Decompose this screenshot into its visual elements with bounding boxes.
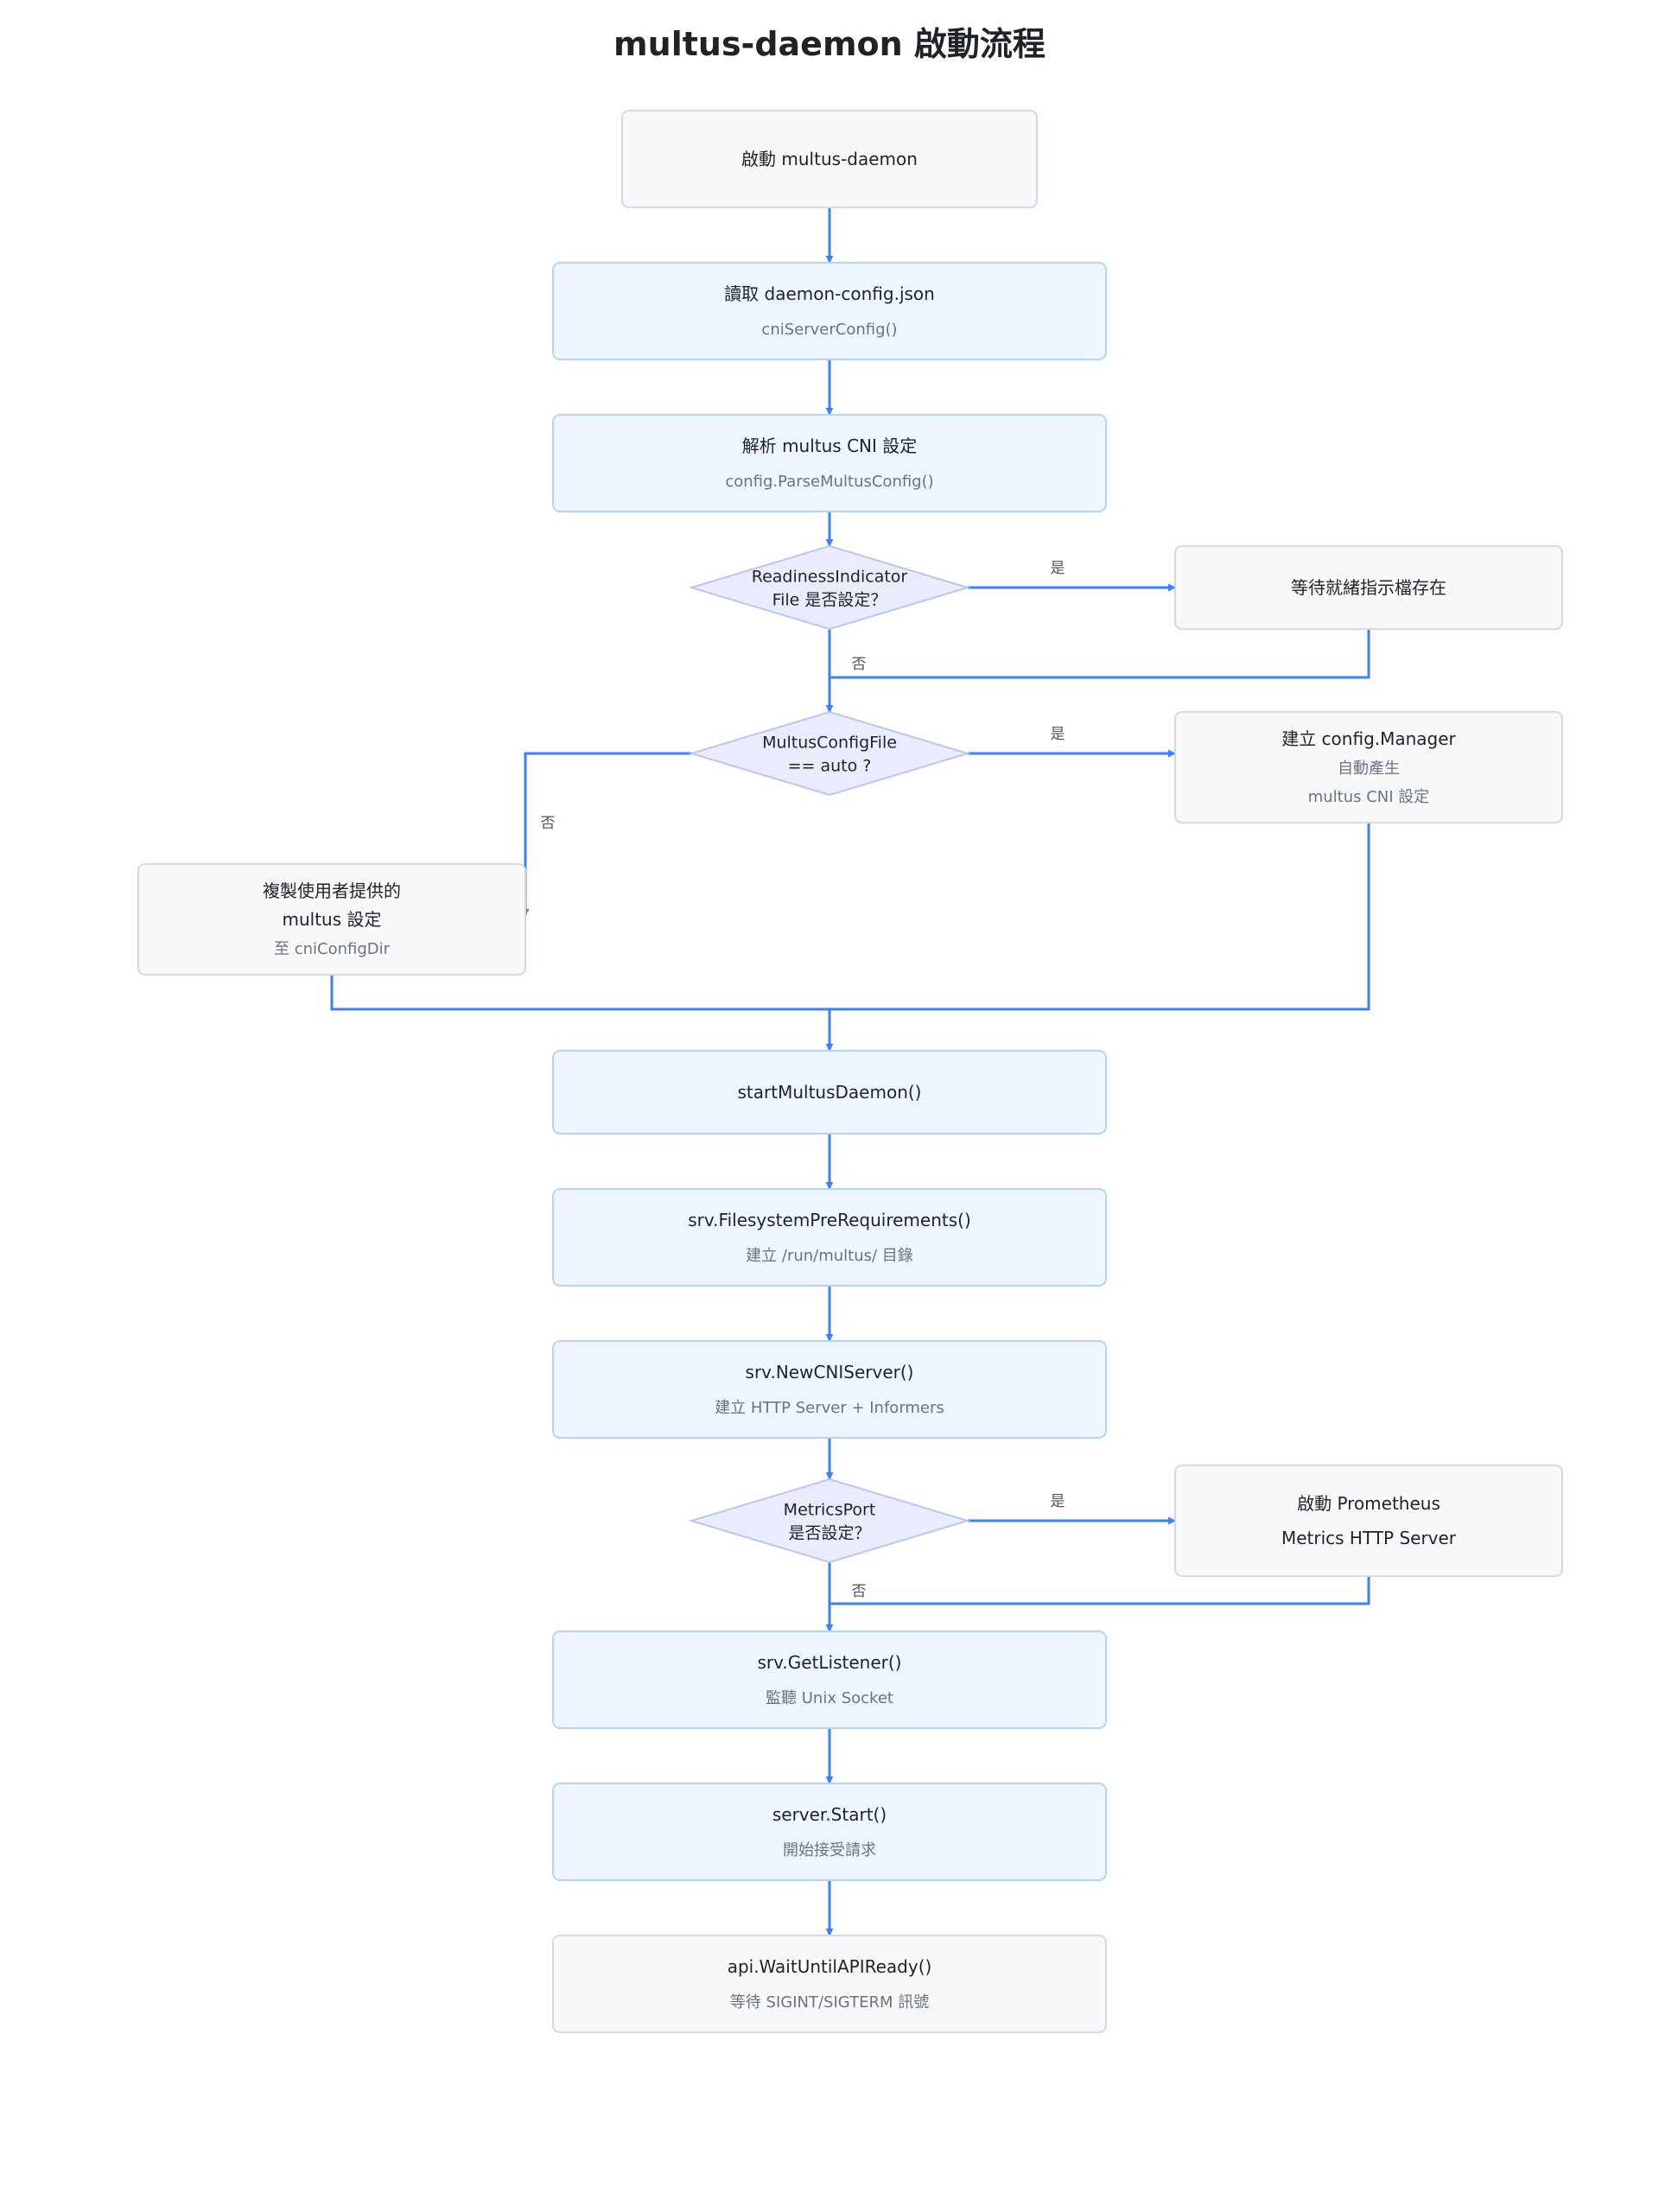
- node-label: MultusConfigFile: [762, 734, 897, 753]
- node-read-config: 讀取 daemon-config.json cniServerConfig(): [552, 262, 1107, 360]
- node-label: 自動產生: [1338, 760, 1400, 778]
- node-label: MetricsPort: [784, 1501, 876, 1520]
- node-get-listener: srv.GetListener() 監聽 Unix Socket: [552, 1630, 1107, 1729]
- edge-label-no: 否: [852, 1583, 867, 1600]
- decision-diamond: [688, 710, 971, 797]
- node-label: 建立 /run/multus/ 目錄: [746, 1247, 913, 1265]
- node-label: srv.NewCNIServer(): [746, 1362, 914, 1382]
- node-start-daemon: startMultusDaemon(): [552, 1050, 1107, 1135]
- edge-label-no: 否: [541, 815, 556, 832]
- node-box: [552, 414, 1107, 512]
- node-label: server.Start(): [772, 1804, 887, 1825]
- node-metrics-check: MetricsPort 是否設定？: [688, 1478, 971, 1564]
- nodes-layer: 啟動 multus-daemon 讀取 daemon-config.json cni…: [137, 110, 1563, 2033]
- node-box: [621, 110, 1038, 208]
- edge-label-yes: 是: [1051, 726, 1065, 743]
- node-box: [137, 863, 526, 976]
- node-fs-prereq: srv.FilesystemPreRequirements() 建立 /run/m…: [552, 1188, 1107, 1287]
- node-label: 開始接受請求: [783, 1841, 876, 1859]
- node-label: 監聽 Unix Socket: [766, 1689, 893, 1707]
- edge-merge: [330, 823, 1370, 1011]
- node-copy-config: 複製使用者提供的 multus 設定至 cniConfigDir: [137, 863, 526, 976]
- edge-label-yes: 是: [1051, 560, 1065, 577]
- node-box: [552, 262, 1107, 360]
- diagram-title: multus-daemon 啟動流程: [613, 25, 1046, 63]
- node-label: srv.GetListener(): [757, 1652, 901, 1673]
- node-box: [1174, 711, 1563, 823]
- node-label: 建立 HTTP Server + Informers: [715, 1399, 944, 1417]
- node-start: 啟動 multus-daemon: [621, 110, 1038, 208]
- node-box: [552, 1188, 1107, 1287]
- node-config-manager: 建立 config.Manager 自動產生 multus CNI 設定: [1174, 711, 1563, 823]
- node-box: [552, 1783, 1107, 1881]
- node-box: [1174, 545, 1563, 630]
- node-label: startMultusDaemon(): [738, 1082, 922, 1103]
- node-label: multus 設定: [282, 909, 381, 930]
- node-box: [552, 1630, 1107, 1729]
- node-label: 建立 config.Manager: [1281, 728, 1456, 749]
- node-label: 啟動 Prometheus: [1297, 1493, 1440, 1514]
- node-label: 等待 SIGINT/SIGTERM 訊號: [730, 1993, 929, 2012]
- edge-label-yes: 是: [1051, 1493, 1065, 1510]
- node-label: 是否設定？: [788, 1524, 870, 1543]
- node-label: 複製使用者提供的: [263, 880, 401, 901]
- node-wait-api: api.WaitUntilAPIReady() 等待 SIGINT/SIGTERM…: [552, 1935, 1107, 2033]
- edge-prometheus-return: [830, 1576, 1370, 1605]
- node-label: File 是否設定？: [772, 591, 887, 610]
- node-server-start: server.Start() 開始接受請求: [552, 1783, 1107, 1881]
- node-parse-config: 解析 multus CNI 設定 config.ParseMultusConfig…: [552, 414, 1107, 512]
- edge-auto-no: [521, 752, 691, 917]
- node-label: config.ParseMultusConfig(): [725, 473, 933, 491]
- node-wait-readiness: 等待就緒指示檔存在: [1174, 545, 1563, 630]
- node-label: 等待就緒指示檔存在: [1291, 577, 1446, 598]
- node-label: api.WaitUntilAPIReady(): [728, 1956, 932, 1977]
- node-label: cniServerConfig(): [761, 321, 897, 339]
- node-box: [552, 1050, 1107, 1135]
- node-label: 啟動 multus-daemon: [741, 149, 918, 169]
- decision-diamond: [688, 544, 971, 631]
- edge-label-no: 否: [852, 656, 867, 673]
- node-box: [1174, 1465, 1563, 1577]
- node-box: [552, 1340, 1107, 1439]
- node-new-cni-server: srv.NewCNIServer() 建立 HTTP Server + Infor…: [552, 1340, 1107, 1439]
- node-label: srv.FilesystemPreRequirements(): [688, 1210, 971, 1230]
- node-box: [552, 1935, 1107, 2033]
- node-label: 讀取 daemon-config.json: [724, 283, 935, 304]
- node-label: 至 cniConfigDir: [274, 940, 391, 958]
- node-label: Metrics HTTP Server: [1281, 1528, 1457, 1548]
- node-label: 解析 multus CNI 設定: [742, 435, 918, 456]
- node-auto-check: MultusConfigFile == auto ?: [688, 710, 971, 797]
- node-label: multus CNI 設定: [1308, 788, 1430, 806]
- node-label: ReadinessIndicator: [752, 568, 908, 587]
- node-label: == auto ?: [788, 757, 872, 776]
- edge-wait-return: [830, 629, 1370, 679]
- decision-diamond: [688, 1478, 971, 1564]
